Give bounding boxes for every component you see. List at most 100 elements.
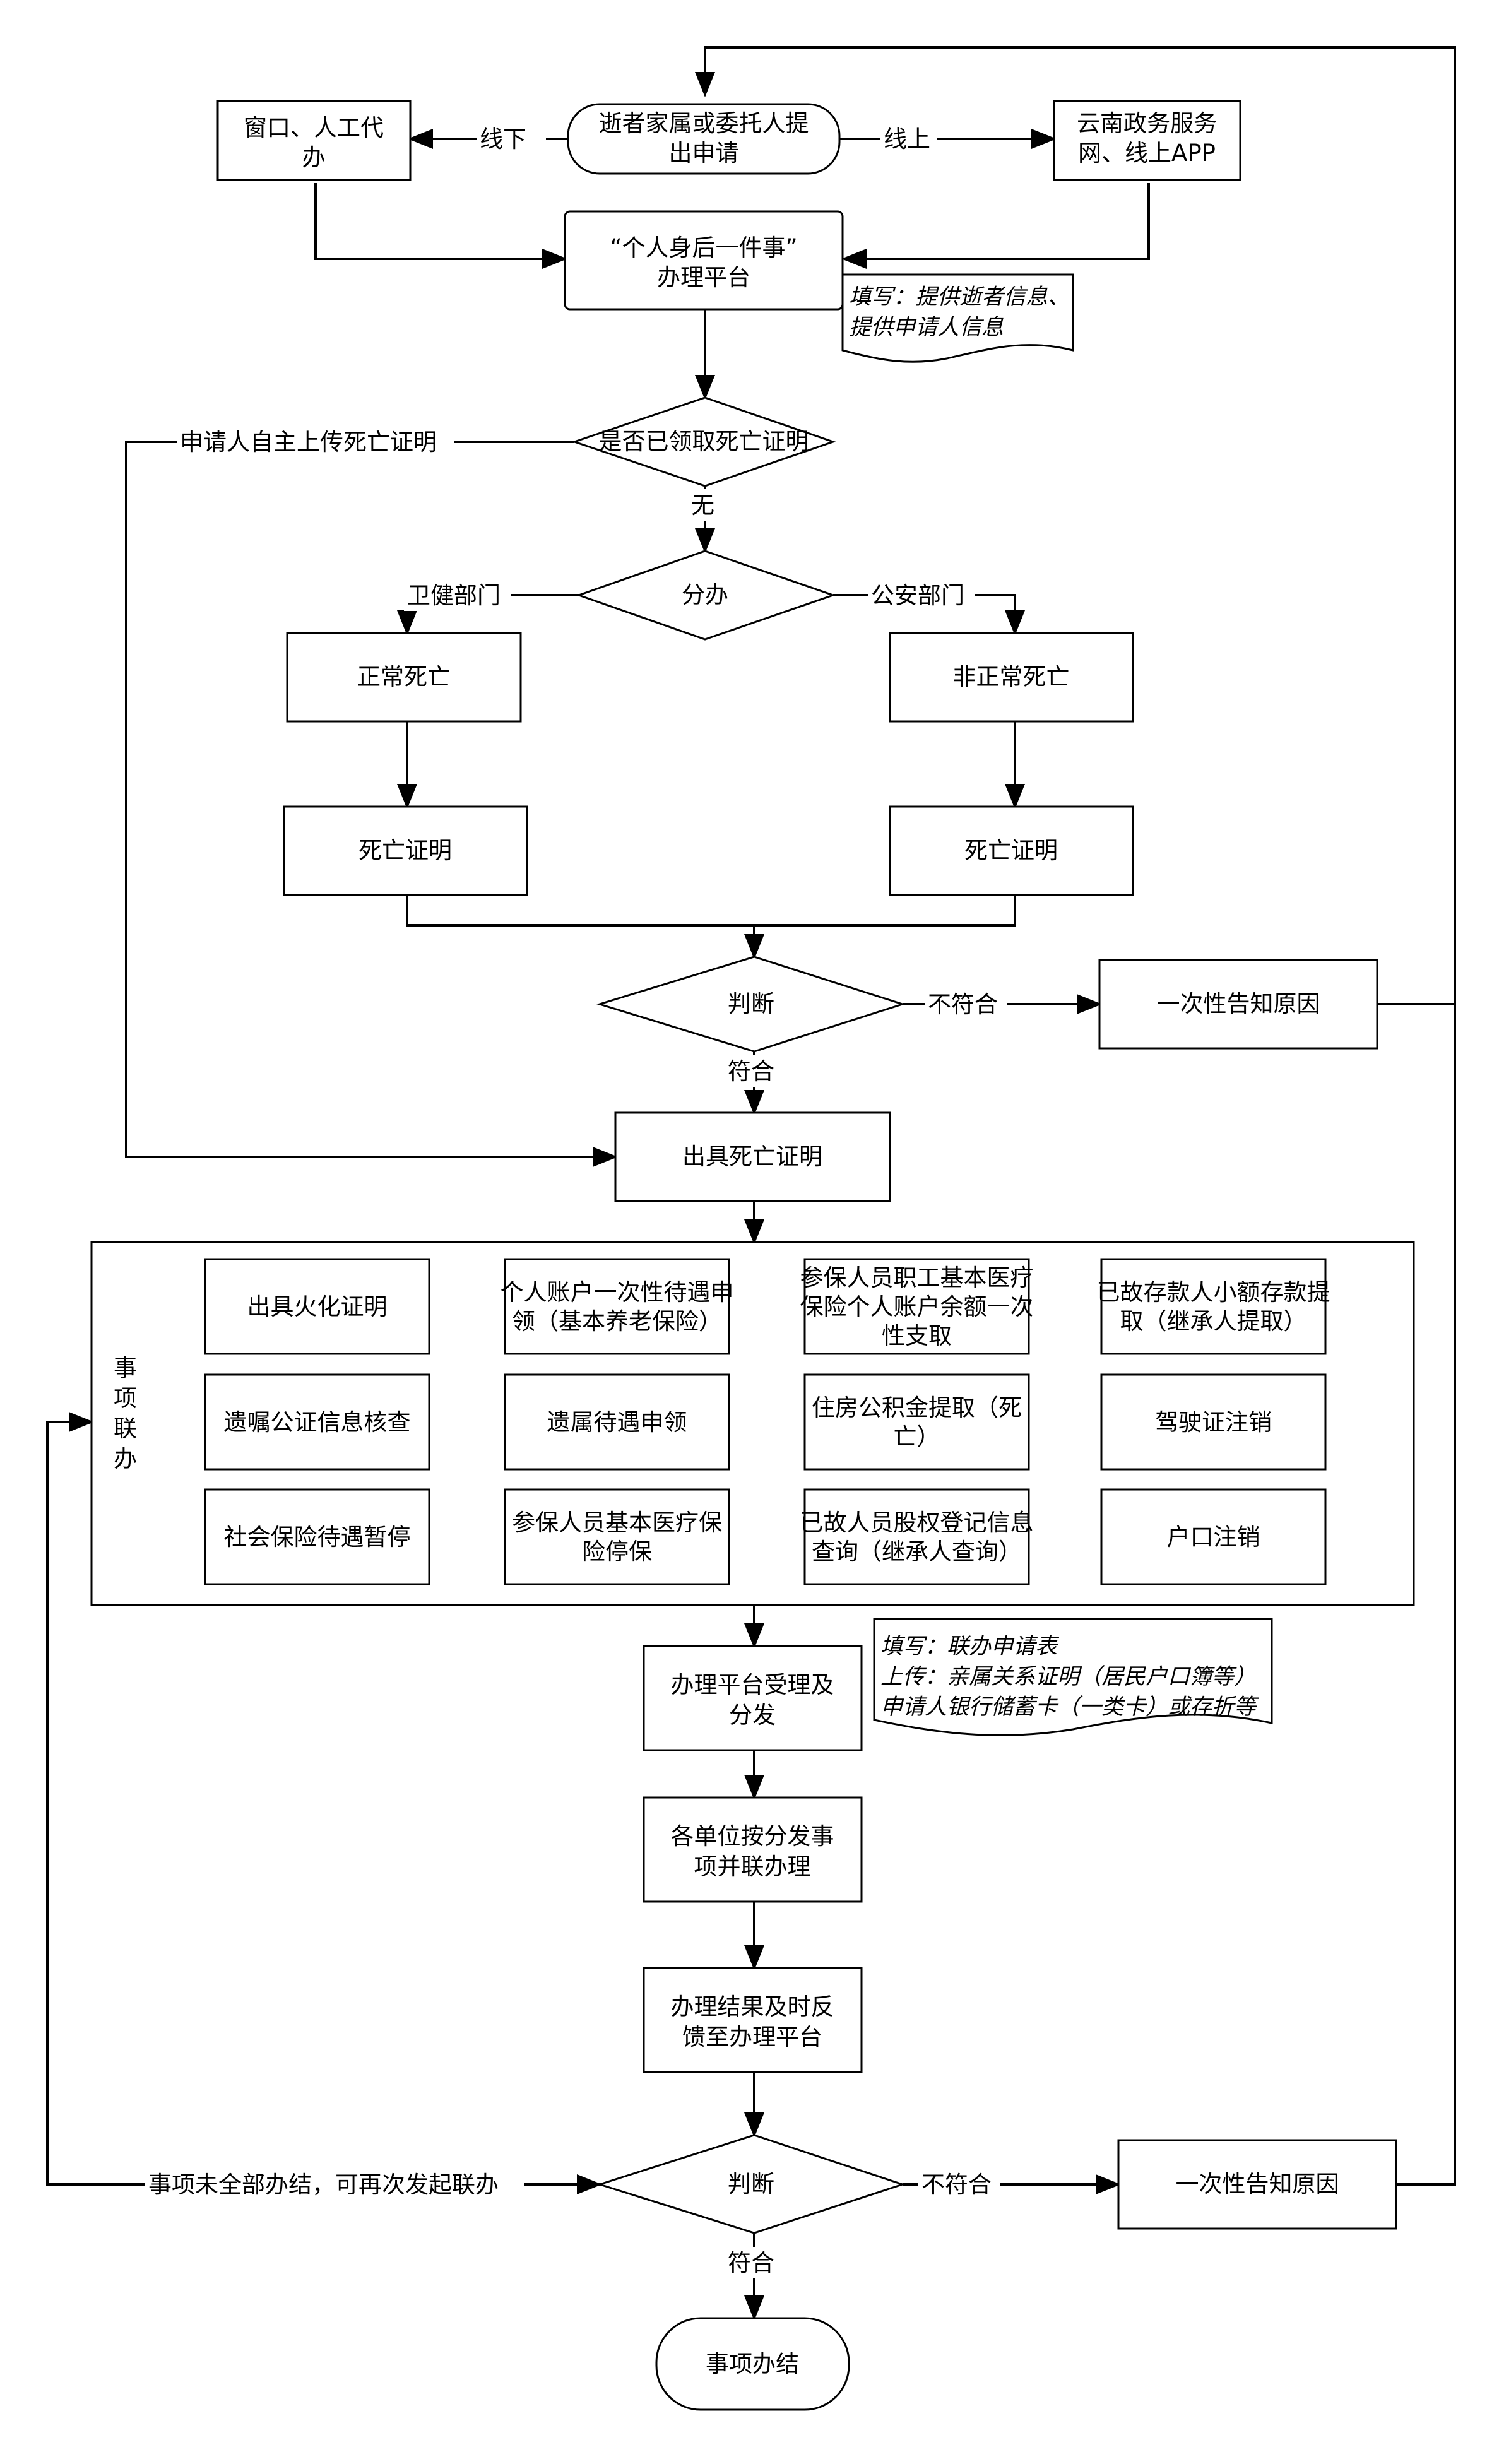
accept-box: 办理平台受理及 分发: [643, 1645, 863, 1751]
edge-online-to-platform: [841, 183, 1150, 269]
joint-item: 遗属待遇申领: [504, 1373, 730, 1471]
joint-title-char-1: 事: [114, 1354, 137, 1382]
cert-right-label: 死亡证明: [964, 837, 1058, 864]
normal-label: 正常死亡: [357, 663, 451, 690]
edge-label-self-upload: 申请人自主上传死亡证明: [180, 429, 437, 456]
joint-item-line: 住房公积金提取（死: [812, 1394, 1022, 1421]
joint-item-line: 险停保: [582, 1538, 652, 1565]
cert-left-box: 死亡证明: [283, 805, 528, 896]
window-line-2: 办: [302, 144, 326, 171]
joint-item-line: 保险个人账户余额一次: [800, 1293, 1034, 1320]
joint-item-line: 参保人员基本医疗保: [512, 1509, 722, 1536]
reason-2-box: 一次性告知原因: [1117, 2139, 1397, 2230]
reason-1-box: 一次性告知原因: [1098, 959, 1378, 1050]
split-decision: 分办: [576, 550, 836, 641]
edge-label-retry: 事项未全部办结，可再次发起联办: [148, 2171, 499, 2198]
joint-item: 户口注销: [1100, 1488, 1327, 1585]
joint-title-char-3: 联: [114, 1415, 137, 1442]
edge-label-not-ok-1: 不符合: [928, 991, 998, 1018]
feedback-box: 办理结果及时反 馈至办理平台: [643, 1967, 863, 2073]
applicant-terminal: 逝者家属或委托人提 出申请: [567, 103, 841, 175]
joint-title-char-4: 办: [114, 1445, 137, 1472]
cert-left-label: 死亡证明: [358, 837, 452, 864]
joint-item-line: 性支取: [882, 1322, 952, 1349]
online-box: 云南政务服务 网、线上APP: [1053, 100, 1241, 181]
joint-item: 驾驶证注销: [1100, 1373, 1327, 1471]
edge-window-to-platform: [314, 183, 567, 269]
note1-line-2: 提供申请人信息: [849, 315, 1004, 340]
edge-label-ok-2: 符合: [728, 2249, 774, 2277]
has-cert-label: 是否已领取死亡证明: [599, 428, 809, 455]
joint-item-line: 取（继承人提取）: [1120, 1308, 1307, 1335]
edge-label-offline: 线下: [480, 126, 526, 153]
note2-line-2: 上传：亲属关系证明（居民户口簿等）: [880, 1664, 1256, 1690]
platform-line-2: 办理平台: [657, 264, 750, 291]
applicant-line-2: 出申请: [669, 139, 739, 167]
platform-line-1: “个人身后一件事”: [610, 234, 797, 261]
accept-line-2: 分发: [729, 1702, 776, 1729]
note2-line-3: 申请人银行储蓄卡（一类卡）或存折等: [880, 1695, 1259, 1720]
joint-items-grid: 出具火化证明个人账户一次性待遇申领（基本养老保险）参保人员职工基本医疗保险个人账…: [204, 1258, 1330, 1585]
joint-item: 遗嘱公证信息核查: [204, 1373, 430, 1471]
joint-item-line: 遗属待遇申领: [547, 1409, 687, 1436]
edge-label-police-dept: 公安部门: [871, 582, 964, 609]
done-label: 事项办结: [706, 2350, 799, 2378]
joint-item-line: 领（基本养老保险）: [512, 1308, 722, 1335]
edge-label-health-dept: 卫健部门: [407, 582, 501, 609]
note-joint-application: 填写：联办申请表 上传：亲属关系证明（居民户口簿等） 申请人银行储蓄卡（一类卡）…: [873, 1618, 1273, 1736]
joint-item-line: 社会保险待遇暂停: [224, 1524, 411, 1551]
window-box: 窗口、人工代 办: [216, 100, 412, 181]
joint-title-char-2: 项: [114, 1385, 137, 1412]
units-box: 各单位按分发事 项并联办理: [643, 1796, 863, 1903]
applicant-line-1: 逝者家属或委托人提: [599, 110, 809, 137]
edge-label-none: 无: [691, 492, 714, 519]
issue-cert-box: 出具死亡证明: [614, 1111, 891, 1202]
edge-self-upload: [125, 441, 618, 1167]
edge-label-ok-1: 符合: [728, 1058, 774, 1085]
edge-reason1-loop: [695, 46, 1456, 1005]
joint-item-line: 驾驶证注销: [1155, 1409, 1272, 1436]
joint-item-line: 亡）: [894, 1423, 940, 1450]
joint-item: 出具火化证明: [204, 1258, 430, 1355]
joint-item-line: 个人账户一次性待遇申: [501, 1279, 734, 1306]
has-cert-decision: 是否已领取死亡证明: [571, 396, 836, 487]
abnormal-label: 非正常死亡: [953, 663, 1070, 690]
edge-certs-merge: [406, 895, 1016, 927]
edge-label-online: 线上: [884, 126, 930, 153]
judge1-label: 判断: [728, 990, 774, 1017]
joint-item: 住房公积金提取（死亡）: [803, 1373, 1030, 1471]
joint-item-line: 已故存款人小额存款提: [1097, 1279, 1330, 1306]
note2-line-1: 填写：联办申请表: [880, 1634, 1060, 1659]
joint-item-line: 遗嘱公证信息核查: [224, 1409, 411, 1436]
units-line-2: 项并联办理: [694, 1853, 811, 1880]
reason1-label: 一次性告知原因: [1157, 990, 1320, 1017]
joint-item-line: 户口注销: [1167, 1524, 1260, 1551]
cert-right-box: 死亡证明: [889, 805, 1134, 896]
edge-label-not-ok-2: 不符合: [921, 2171, 992, 2198]
online-line-2: 网、线上APP: [1078, 139, 1216, 167]
note1-line-1: 填写：提供逝者信息、: [849, 285, 1070, 310]
note-applicant-info: 填写：提供逝者信息、 提供申请人信息: [841, 273, 1074, 363]
accept-line-1: 办理平台受理及: [671, 1671, 834, 1698]
judge-2-decision: 判断: [596, 2134, 906, 2234]
online-line-1: 云南政务服务: [1077, 110, 1217, 137]
joint-item-line: 查询（继承人查询）: [812, 1538, 1022, 1565]
judge-1-decision: 判断: [596, 956, 906, 1053]
joint-item-line: 已故人员股权登记信息: [800, 1509, 1034, 1536]
done-terminal: 事项办结: [655, 2317, 850, 2411]
platform-box: “个人身后一件事” 办理平台: [564, 210, 844, 311]
feedback-line-2: 馈至办理平台: [682, 2023, 822, 2051]
edge-reason2-loop: [1396, 1004, 1456, 2186]
judge2-label: 判断: [728, 2171, 774, 2198]
reason2-label: 一次性告知原因: [1176, 2171, 1339, 2198]
issue-cert-label: 出具死亡证明: [682, 1143, 822, 1170]
window-line-1: 窗口、人工代: [244, 114, 384, 141]
units-line-1: 各单位按分发事: [671, 1823, 834, 1850]
joint-item: 社会保险待遇暂停: [204, 1488, 430, 1585]
